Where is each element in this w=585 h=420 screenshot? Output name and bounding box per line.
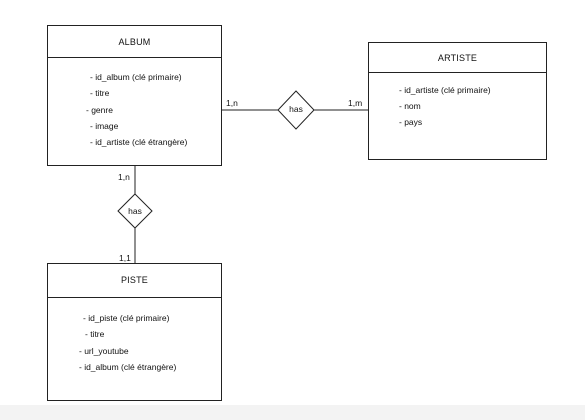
entity-piste: PISTE - id_piste (clé primaire) - titre … bbox=[47, 263, 222, 401]
relationship-label-album-artiste: has bbox=[289, 104, 303, 114]
entity-artiste-divider bbox=[369, 72, 546, 73]
bottom-band bbox=[0, 405, 585, 420]
cardinality-artiste: 1,m bbox=[348, 98, 363, 108]
relationship-diamond-album-artiste bbox=[277, 90, 315, 130]
cardinality-piste: 1,1 bbox=[119, 253, 131, 263]
piste-attr-id: - id_piste (clé primaire) bbox=[83, 313, 170, 323]
piste-attr-id-album: - id_album (clé étrangère) bbox=[79, 362, 177, 372]
entity-piste-title: PISTE bbox=[120, 275, 148, 285]
entity-album: ALBUM - id_album (clé primaire) - titre … bbox=[47, 25, 222, 166]
entity-piste-divider bbox=[48, 297, 221, 298]
artiste-attr-nom: - nom bbox=[399, 101, 421, 111]
entity-album-title: ALBUM bbox=[118, 37, 151, 47]
piste-attr-url: - url_youtube bbox=[79, 346, 129, 356]
piste-attr-titre: - titre bbox=[85, 329, 105, 339]
artiste-attr-id: - id_artiste (clé primaire) bbox=[399, 85, 491, 95]
album-attr-image: - image bbox=[90, 121, 119, 131]
entity-artiste-title: ARTISTE bbox=[437, 53, 478, 63]
relationship-label-album-piste: has bbox=[128, 206, 142, 216]
entity-album-divider bbox=[48, 57, 221, 58]
artiste-attr-pays: - pays bbox=[399, 117, 423, 127]
album-attr-genre: - genre bbox=[86, 105, 113, 115]
album-attr-id: - id_album (clé primaire) bbox=[90, 72, 182, 82]
relationship-diamond-album-piste bbox=[117, 193, 153, 229]
cardinality-album-to-artiste: 1,n bbox=[226, 98, 238, 108]
cardinality-album-to-piste: 1,n bbox=[118, 172, 130, 182]
entity-artiste: ARTISTE - id_artiste (clé primaire) - no… bbox=[368, 42, 547, 160]
album-attr-titre: - titre bbox=[90, 88, 110, 98]
album-attr-id-artiste: - id_artiste (clé étrangère) bbox=[90, 137, 188, 147]
